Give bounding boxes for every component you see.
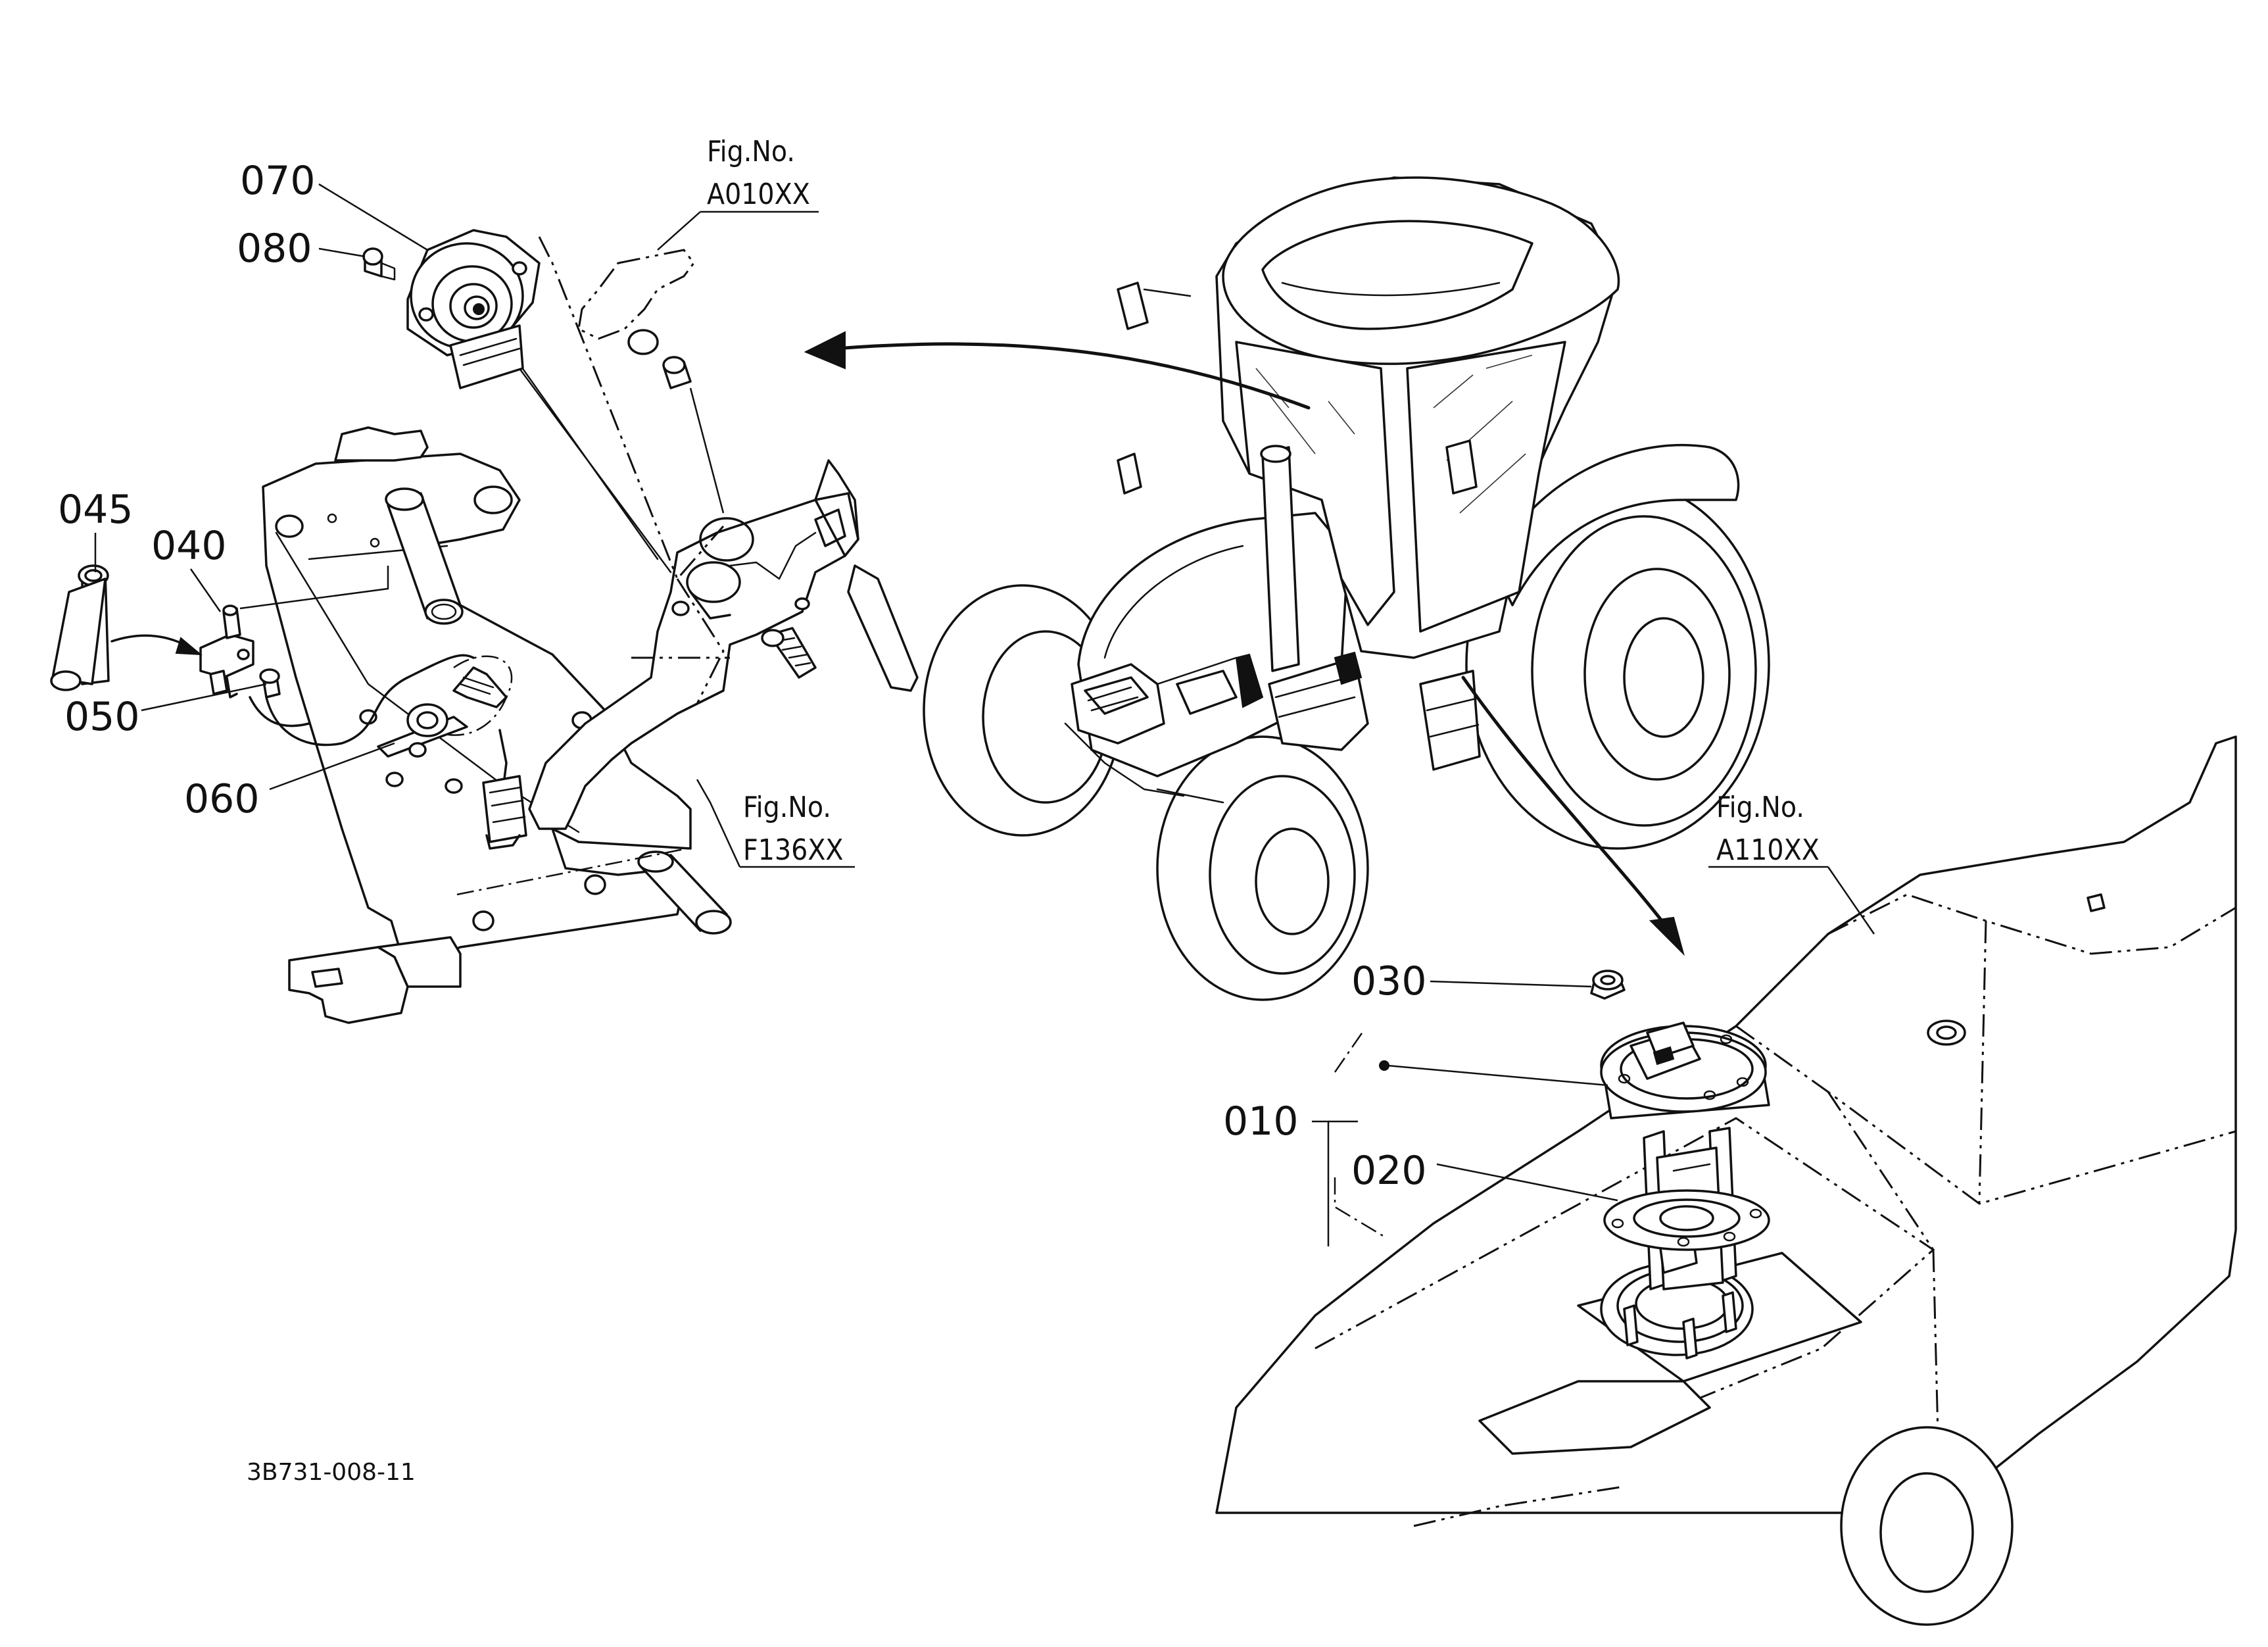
tractor-illustration — [923, 176, 1770, 1001]
part-label-040: 040 — [151, 523, 227, 569]
pivot-shaft — [385, 487, 464, 625]
part-label-080: 080 — [237, 226, 312, 272]
leader-dot-010 — [1379, 1060, 1389, 1071]
fuel-level-sender — [1590, 970, 1770, 1360]
pedal-bracket-plate — [262, 426, 692, 1024]
rubber-sleeve — [50, 564, 110, 691]
cable-tie — [377, 666, 508, 758]
a010-sub-parts — [577, 249, 754, 562]
callout-arrow-to-pedal — [804, 331, 1311, 410]
fig-ref-a110-line1: Fig.No. — [1716, 791, 1804, 824]
part-label-020: 020 — [1351, 1148, 1427, 1194]
leader-lines — [94, 183, 1875, 1246]
insert-arrow — [110, 634, 203, 656]
fig-ref-f136-line1: Fig.No. — [743, 791, 831, 824]
figure-reference-labels: Fig.No. A010XX Fig.No. F136XX Fig.No. A1… — [707, 135, 1820, 867]
fig-ref-a010-line2: A010XX — [707, 178, 810, 211]
fig-ref-a010-line1: Fig.No. — [707, 135, 795, 168]
part-label-030: 030 — [1351, 958, 1427, 1004]
part-label-060: 060 — [184, 776, 260, 822]
fig-ref-a110-line2: A110XX — [1716, 833, 1820, 867]
part-label-050: 050 — [64, 694, 140, 740]
fig-ref-f136-line2: F136XX — [743, 833, 844, 867]
switch-screw — [259, 668, 281, 699]
sensor-screw — [362, 247, 396, 281]
pedal-switch — [199, 604, 254, 699]
part-number-labels: 070 080 045 040 050 060 030 010 020 — [58, 158, 1427, 1194]
rotary-position-sensor — [406, 229, 541, 389]
pedal-arm-plate — [528, 459, 919, 830]
wire-harness — [249, 654, 527, 850]
part-label-045: 045 — [58, 487, 133, 533]
part-label-070: 070 — [240, 158, 316, 204]
part-label-010: 010 — [1223, 1098, 1299, 1144]
drawing-id: 3B731-008-11 — [247, 1459, 416, 1486]
callout-arrow-to-tank — [1461, 676, 1685, 956]
